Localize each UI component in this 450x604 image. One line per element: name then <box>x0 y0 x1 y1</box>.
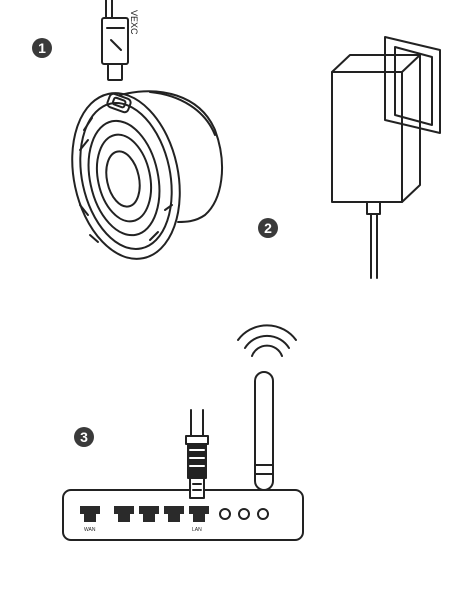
power-adapter-illustration <box>332 37 440 278</box>
usb-cable-illustration: VEXC <box>102 0 139 80</box>
wan-port-label: WAN <box>84 527 96 533</box>
led-3 <box>258 509 268 519</box>
cable-connector-text: VEXC <box>129 10 139 35</box>
wan-port <box>80 506 100 522</box>
lan-port-3 <box>164 506 184 522</box>
led-2 <box>239 509 249 519</box>
led-1 <box>220 509 230 519</box>
router-ports <box>80 506 209 522</box>
lan-port-4 <box>189 506 209 522</box>
lan-port-2 <box>139 506 159 522</box>
camera-illustration <box>58 83 222 269</box>
router-leds <box>220 509 268 519</box>
lan-port-1 <box>114 506 134 522</box>
lan-port-label: LAN <box>192 527 202 533</box>
